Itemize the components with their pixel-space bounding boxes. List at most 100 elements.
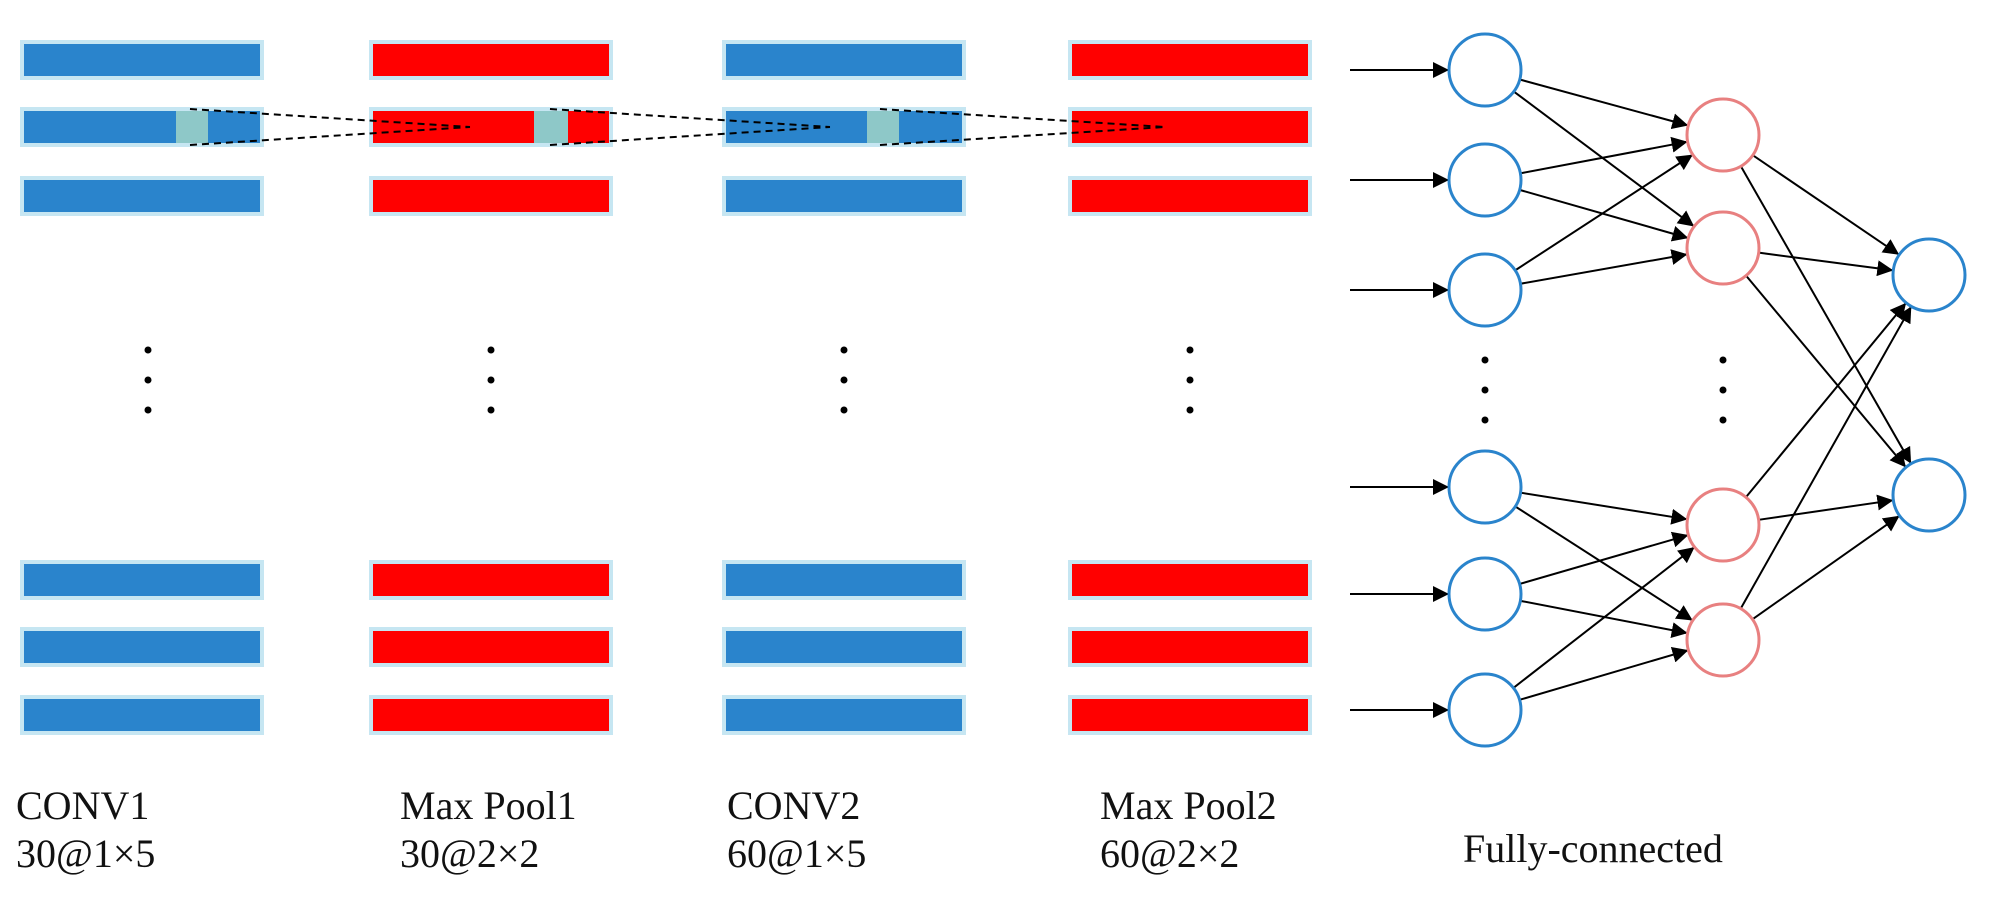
input-node (1447, 32, 1523, 108)
hidden-node (1685, 97, 1761, 173)
input-ellipsis-dot (1481, 416, 1489, 424)
maxpool1-name: Max Pool1 (400, 783, 577, 828)
output-node (1891, 237, 1967, 313)
maxpool1-feature-map-bar (369, 40, 613, 80)
hidden-output-edge (1758, 251, 1894, 277)
maxpool2-feature-map-bar (1068, 627, 1312, 667)
conv2-feature-map-bar (722, 627, 966, 667)
maxpool2-ellipsis-dot (1186, 376, 1194, 384)
hidden-node (1685, 210, 1761, 286)
input-hidden-edge (1519, 531, 1689, 585)
maxpool2-feature-maps (1068, 40, 1312, 735)
hidden-output-edge (1751, 514, 1901, 621)
conv2-name: CONV2 (727, 783, 861, 828)
maxpool2-feature-map-bar (1068, 695, 1312, 735)
conv2-feature-map-bar (722, 40, 966, 80)
hidden-output-edge (1739, 305, 1913, 610)
conv1-name: CONV1 (16, 783, 150, 828)
maxpool1-feature-map-bar (369, 560, 613, 600)
hidden-ellipsis-dot (1719, 386, 1727, 394)
hidden-ellipsis-dot (1719, 416, 1727, 424)
maxpool1-feature-map-bar (369, 627, 613, 667)
conv2-feature-map-bar (722, 560, 966, 600)
maxpool2-feature-map-bar (1068, 107, 1312, 147)
fc-nodes (1447, 32, 1967, 748)
projection-line (189, 126, 471, 146)
maxpool2-name: Max Pool2 (1100, 783, 1277, 828)
maxpool2-feature-map-bar (1068, 560, 1312, 600)
hidden-output-edge (1752, 154, 1900, 256)
conv2-ellipsis-dot (840, 346, 848, 354)
conv2-feature-map-bar (722, 176, 966, 216)
conv2-ellipsis-dot (840, 406, 848, 414)
output-node (1891, 457, 1967, 533)
projection-line (189, 108, 471, 128)
hidden-output-edge (1745, 275, 1907, 468)
input-ellipsis-dot (1481, 386, 1489, 394)
conv1-feature-map-bar (20, 695, 264, 735)
fully-connected-text: Fully-connected (1463, 826, 1723, 871)
maxpool2-feature-map-bar (1068, 176, 1312, 216)
projection-line (549, 108, 831, 128)
maxpool1-ellipsis-dot (487, 406, 495, 414)
maxpool1-ellipsis-dot (487, 346, 495, 354)
input-hidden-edge (1520, 249, 1688, 285)
input-hidden-edge (1519, 78, 1689, 130)
input-hidden-edge (1514, 505, 1694, 622)
maxpool2-label: Max Pool2 60@2×2 (1100, 782, 1277, 878)
fc-edges (1350, 62, 1913, 718)
conv1-kernel-window (176, 111, 208, 143)
conv1-ellipsis-dot (144, 376, 152, 384)
conv1-ellipsis-dot (144, 346, 152, 354)
input-node (1447, 556, 1523, 632)
maxpool1-shape: 30@2×2 (400, 831, 540, 876)
conv2-feature-map-bar (722, 695, 966, 735)
maxpool1-feature-map-bar (369, 107, 613, 147)
maxpool1-feature-map-bar (369, 176, 613, 216)
conv2-feature-maps (722, 40, 966, 735)
maxpool2-feature-map-bar (1068, 40, 1312, 80)
conv1-label: CONV1 30@1×5 (16, 782, 155, 878)
maxpool2-ellipsis-dot (1186, 406, 1194, 414)
input-node (1447, 252, 1523, 328)
maxpool1-ellipsis-dot (487, 376, 495, 384)
hidden-output-edge (1745, 302, 1907, 498)
conv1-feature-map-bar (20, 40, 264, 80)
input-hidden-edge (1519, 188, 1689, 242)
conv2-ellipsis-dot (840, 376, 848, 384)
input-node (1447, 142, 1523, 218)
input-hidden-edge (1513, 90, 1695, 228)
conv1-feature-map-bar (20, 560, 264, 600)
hidden-output-edge (1740, 165, 1912, 465)
conv1-shape: 30@1×5 (16, 831, 156, 876)
conv2-shape: 60@1×5 (727, 831, 867, 876)
input-ellipsis-dot (1481, 356, 1489, 364)
input-hidden-edge (1519, 646, 1689, 701)
input-node (1447, 449, 1523, 525)
hidden-node (1685, 487, 1761, 563)
fully-connected-label: Fully-connected (1463, 825, 1723, 873)
input-hidden-edge (1520, 136, 1688, 175)
hidden-node (1685, 602, 1761, 678)
maxpool1-kernel-window (534, 111, 568, 143)
hidden-output-edge (1758, 494, 1894, 521)
conv1-feature-map-bar (20, 107, 264, 147)
feature-map-layers (20, 40, 1312, 735)
maxpool2-shape: 60@2×2 (1100, 831, 1240, 876)
maxpool1-feature-maps (369, 40, 613, 735)
conv2-feature-map-bar (722, 107, 966, 147)
maxpool1-feature-map-bar (369, 695, 613, 735)
conv2-kernel-window (867, 111, 899, 143)
maxpool2-ellipsis-dot (1186, 346, 1194, 354)
conv1-ellipsis-dot (144, 406, 152, 414)
input-hidden-edge (1514, 153, 1694, 272)
conv1-feature-map-bar (20, 176, 264, 216)
hidden-ellipsis-dot (1719, 356, 1727, 364)
maxpool1-label: Max Pool1 30@2×2 (400, 782, 577, 878)
projection-line (549, 126, 831, 146)
conv1-feature-maps (20, 40, 264, 735)
conv2-label: CONV2 60@1×5 (727, 782, 866, 878)
input-hidden-edge (1512, 546, 1696, 689)
conv1-feature-map-bar (20, 627, 264, 667)
